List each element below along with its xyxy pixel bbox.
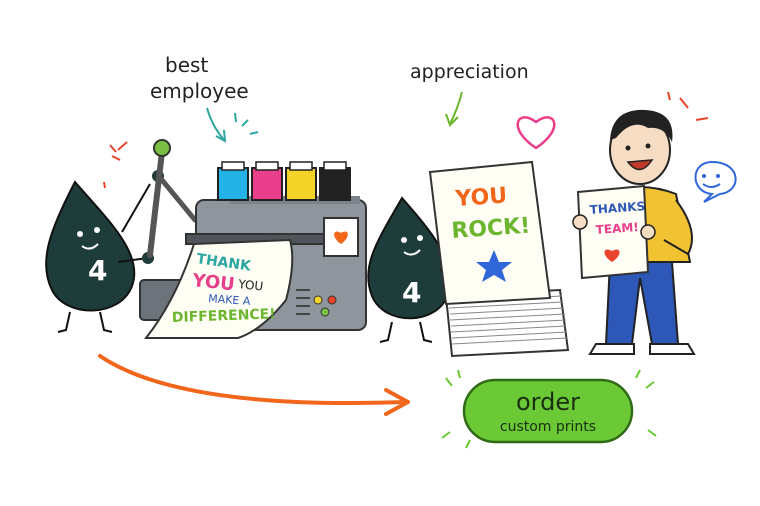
cartridge-cap	[323, 161, 347, 171]
legs	[57, 311, 113, 333]
shoes	[588, 343, 696, 355]
order-custom-prints-button[interactable]: order custom prints	[441, 369, 657, 449]
eye-right	[645, 143, 651, 149]
annotation-arrow-green	[449, 91, 463, 125]
ink-cartridge-magenta	[251, 167, 283, 201]
ink-cartridge-cyan	[217, 167, 249, 201]
annotation-arrow-teal	[206, 107, 225, 141]
printout-line2a: YOU	[190, 270, 235, 295]
cartridge-cap	[255, 161, 279, 171]
eye-left	[401, 237, 407, 243]
best-employee-annotation: best employee	[150, 53, 259, 143]
arrowhead	[384, 388, 410, 416]
sign-line1: THANKS	[589, 199, 645, 217]
printer-button-green	[320, 307, 330, 317]
annotation-employee: employee	[150, 79, 249, 103]
printout-line3: MAKE A	[208, 292, 251, 308]
ink-drop-number: 4	[88, 254, 107, 287]
thanks-team-sign: THANKS TEAM!	[572, 184, 656, 280]
smile	[81, 243, 99, 250]
sign-sheet	[576, 184, 650, 280]
ink-drop-number: 4	[402, 276, 421, 309]
eye-left	[77, 231, 83, 237]
printer-button-red	[327, 295, 337, 305]
lever-link	[159, 177, 198, 223]
cartridge-cap	[221, 161, 245, 171]
spark-marks	[103, 141, 128, 189]
cta-line2: custom prints	[500, 419, 596, 435]
ink-cartridge-yellow	[285, 167, 317, 201]
annotation-arrowhead-green	[445, 113, 459, 127]
you-rock-poster: YOU ROCK!	[428, 160, 552, 306]
cta-sparkles	[441, 369, 657, 449]
open-mouth	[626, 159, 654, 171]
ink-drop-character-right: 4	[367, 196, 464, 343]
annotation-best: best	[165, 53, 208, 77]
hand-right	[640, 224, 656, 240]
printer-button-yellow	[313, 295, 323, 305]
annotation-sparks	[234, 112, 259, 135]
poster-line2: ROCK!	[451, 214, 531, 244]
annotation-appreciation: appreciation	[410, 61, 529, 83]
arm-right	[663, 199, 693, 256]
eye-left	[625, 145, 631, 151]
heart-icon	[516, 116, 556, 150]
lever-knob	[153, 139, 171, 157]
hand-left	[572, 214, 588, 230]
smiley-eye	[716, 174, 720, 178]
ink-drop-character-left: 4	[45, 141, 164, 333]
ink-drop-body	[45, 180, 136, 312]
printer-vents	[296, 289, 310, 315]
cartridge-cap	[289, 161, 313, 171]
smiley-bubble	[694, 160, 737, 203]
spark-marks-2	[109, 144, 121, 161]
bubble-outline	[694, 160, 737, 203]
hair	[610, 109, 673, 142]
excitement-marks	[667, 91, 709, 121]
lever-rod	[147, 149, 165, 258]
printout-line2b: YOU	[237, 277, 264, 294]
arm-raised	[121, 183, 151, 233]
smiley-mouth	[702, 183, 721, 188]
heart-icon	[604, 249, 620, 262]
poster-sheet	[428, 160, 552, 306]
annotation-arrowhead-teal	[215, 129, 227, 143]
heart-icon	[334, 231, 348, 244]
printout-line4: DIFFERENCE!	[172, 306, 276, 326]
poster-line1: YOU	[454, 183, 508, 212]
paper-sheet	[143, 238, 294, 339]
smile	[403, 249, 421, 256]
arrow-shaft	[98, 354, 406, 406]
eye-right	[417, 235, 423, 241]
printer-lever	[147, 139, 198, 258]
eye-right	[94, 227, 100, 233]
cta-pill[interactable]	[462, 378, 634, 444]
star-icon	[476, 250, 512, 282]
orange-arrow	[98, 354, 410, 416]
sign-line2: TEAM!	[595, 220, 639, 237]
smiley-eye	[702, 174, 706, 178]
legs	[379, 321, 433, 343]
printout-line1: THANK	[195, 251, 253, 275]
printout-paper: THANK YOU YOU MAKE A DIFFERENCE!	[143, 238, 294, 339]
appreciation-annotation: appreciation	[410, 61, 529, 127]
ink-cartridge-black	[319, 167, 351, 201]
cta-line1: order	[516, 388, 580, 416]
